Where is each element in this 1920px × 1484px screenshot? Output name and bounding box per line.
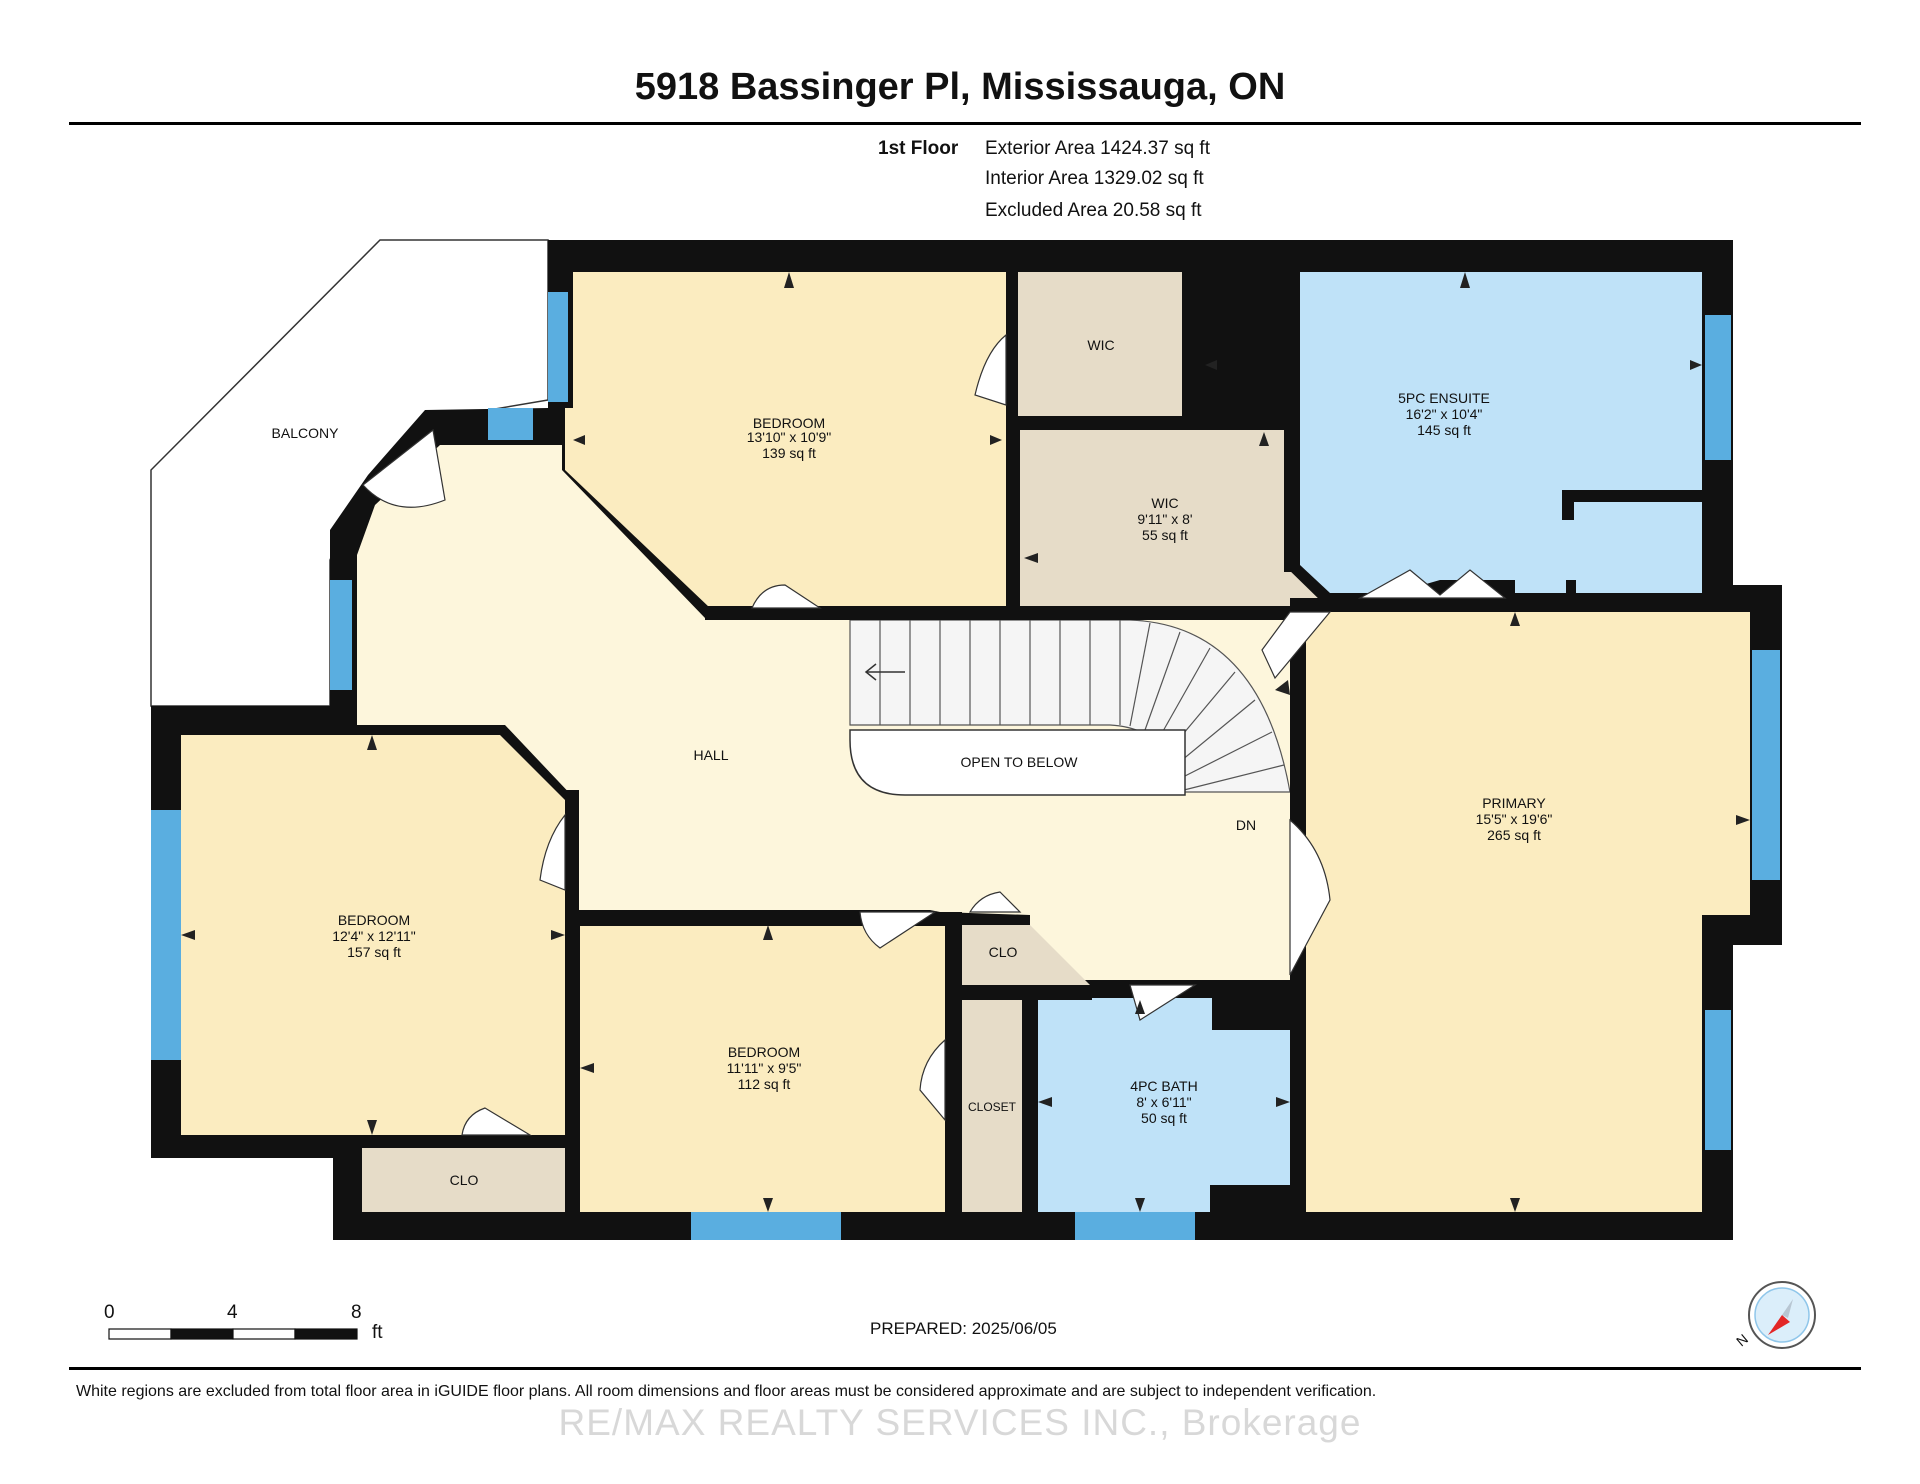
room-wic-top — [1018, 272, 1182, 416]
room-hall — [357, 445, 1290, 980]
room-clo-small — [962, 925, 1090, 985]
scale-tick-8: 8 — [351, 1302, 362, 1323]
room-bedroom-bottom — [580, 925, 945, 1212]
disclaimer-text: White regions are excluded from total fl… — [76, 1383, 1377, 1400]
bedroom-bottom-dims: 11'11" x 9'5" — [727, 1060, 802, 1076]
title-rule — [69, 122, 1861, 125]
room-bedroom-top — [565, 272, 1006, 608]
exterior-area: Exterior Area 1424.37 sq ft — [985, 138, 1210, 159]
bedroom-left-name: BEDROOM — [338, 912, 410, 928]
compass-icon — [1748, 1281, 1816, 1349]
ensuite-dims: 16'2" x 10'4" — [1406, 406, 1483, 422]
balcony-label: BALCONY — [272, 425, 340, 441]
scale-bar — [108, 1328, 358, 1340]
bedroom-top-area: 139 sq ft — [762, 445, 816, 461]
clo-small-label: CLO — [989, 944, 1018, 960]
bedroom-top-name: BEDROOM — [753, 415, 825, 431]
primary-area: 265 sq ft — [1487, 827, 1541, 843]
primary-dims: 15'5" x 19'6" — [1476, 811, 1553, 827]
open-to-below-label: OPEN TO BELOW — [961, 754, 1079, 770]
footer-rule — [69, 1367, 1861, 1370]
primary-name: PRIMARY — [1482, 795, 1546, 811]
bedroom-left-dims: 12'4" x 12'11" — [332, 928, 416, 944]
bedroom-top-dims: 13'10" x 10'9" — [747, 429, 832, 445]
bath-name: 4PC BATH — [1130, 1078, 1197, 1094]
wic-top-name: WIC — [1087, 337, 1114, 353]
room-primary — [1305, 612, 1750, 1212]
room-bath — [1038, 998, 1290, 1212]
windows — [151, 292, 1780, 1240]
bath-dims: 8' x 6'11" — [1136, 1094, 1191, 1110]
closet-label: CLOSET — [968, 1100, 1017, 1114]
brokerage-watermark: RE/MAX REALTY SERVICES INC., Brokerage — [558, 1402, 1362, 1443]
hall-label: HALL — [693, 747, 728, 763]
bath-area: 50 sq ft — [1141, 1110, 1187, 1126]
page-title: 5918 Bassinger Pl, Mississauga, ON — [634, 66, 1286, 108]
scale-tick-4: 4 — [227, 1302, 238, 1323]
wic-mid-dims: 9'11" x 8' — [1137, 511, 1192, 527]
floor-label: 1st Floor — [878, 138, 959, 159]
room-ensuite — [1197, 272, 1702, 593]
open-to-below — [849, 729, 1186, 796]
door-swings — [362, 333, 1507, 1136]
room-clo-left — [362, 1148, 567, 1212]
wic-mid-name: WIC — [1151, 495, 1178, 511]
prepared-date: PREPARED: 2025/06/05 — [870, 1319, 1057, 1338]
ensuite-name: 5PC ENSUITE — [1398, 390, 1490, 406]
room-bedroom-left — [181, 735, 565, 1135]
stairs-down-label: DN — [1236, 817, 1256, 833]
bedroom-bottom-name: BEDROOM — [728, 1044, 800, 1060]
clo-left-label: CLO — [450, 1172, 479, 1188]
wic-mid-area: 55 sq ft — [1142, 527, 1188, 543]
scale-tick-0: 0 — [104, 1302, 115, 1323]
bedroom-left-area: 157 sq ft — [347, 944, 401, 960]
excluded-area: Excluded Area 20.58 sq ft — [985, 200, 1202, 221]
ensuite-area: 145 sq ft — [1417, 422, 1471, 438]
interior-area: Interior Area 1329.02 sq ft — [985, 168, 1204, 189]
room-closet — [962, 1000, 1022, 1212]
scale-unit: ft — [372, 1322, 383, 1343]
dimension-arrows — [181, 272, 1750, 1212]
bedroom-bottom-area: 112 sq ft — [738, 1076, 791, 1092]
